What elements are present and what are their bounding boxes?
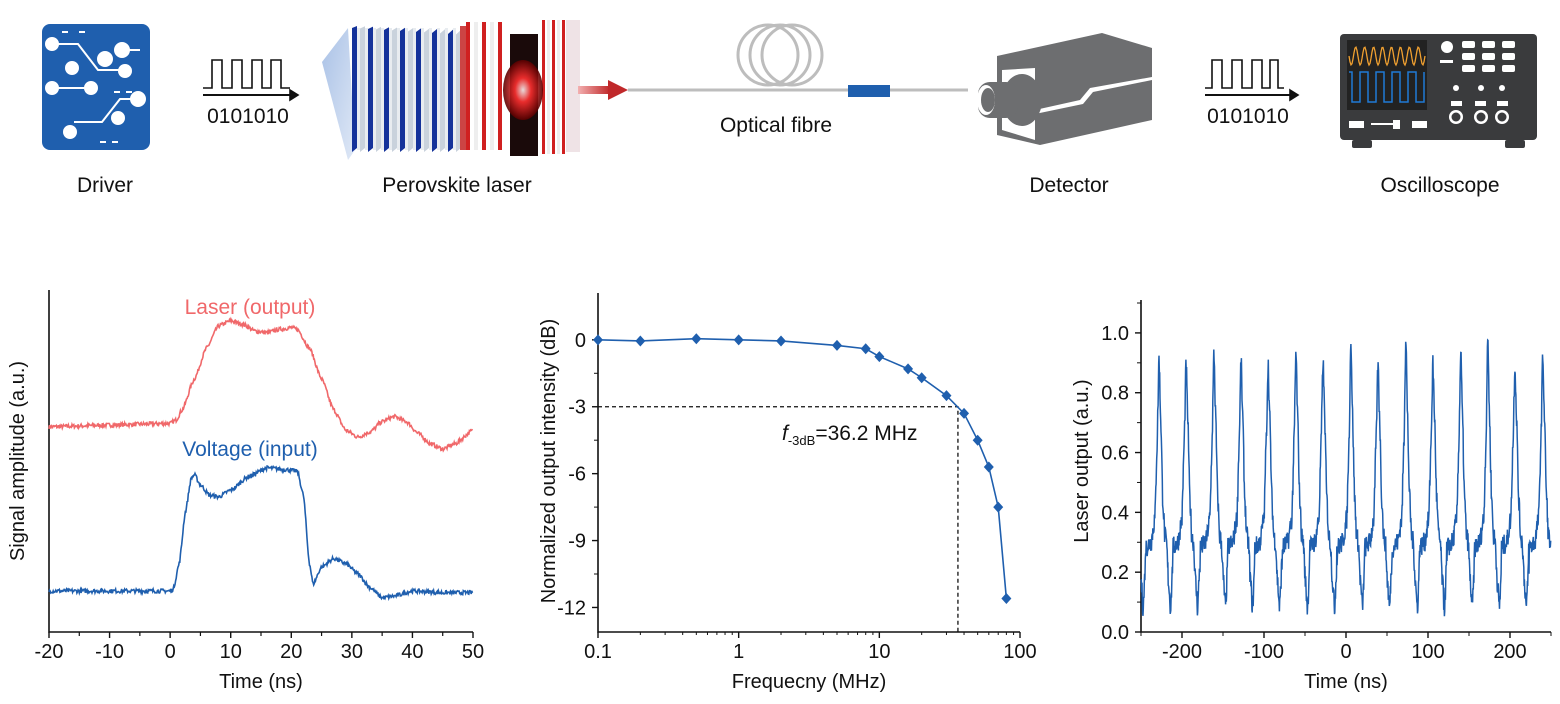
data-point-marker xyxy=(1001,593,1012,605)
chart-frequency-response: 0.1 1 10 100 0 -3 -6 -9 -12 Frequecny (MHz) Norm… xyxy=(538,293,1037,693)
digital-signal-icon xyxy=(1205,59,1300,102)
x-tick-label: 100 xyxy=(1411,641,1444,663)
y-tick-label: -12 xyxy=(557,597,586,619)
data-point-marker xyxy=(903,363,914,375)
optical-fibre-label: Optical fibre xyxy=(720,114,832,137)
data-point-marker xyxy=(831,339,842,351)
laser-output-trace xyxy=(48,316,474,453)
chart3-ylabel: Laser output (a.u.) xyxy=(1071,379,1093,542)
x-tick-label: 200 xyxy=(1493,641,1526,663)
x-tick-label: 0.1 xyxy=(584,641,612,663)
y-tick-label: 0 xyxy=(575,330,586,352)
perovskite-laser-icon xyxy=(322,20,580,160)
x-tick-label: -100 xyxy=(1244,641,1284,663)
digital-signal-icon xyxy=(203,59,300,102)
laser-output-trace xyxy=(1140,338,1552,617)
y-tick-label: -9 xyxy=(568,531,586,553)
x-tick-label: 40 xyxy=(401,641,423,663)
x-tick-label: 1 xyxy=(733,641,744,663)
chart3-xlabel: Time (ns) xyxy=(1304,671,1388,693)
chart-laser-output-pulses: -200 -100 0 100 200 0.0 0.2 0.4 0.6 0.8 1.0 Time (… xyxy=(1071,300,1552,693)
x-tick-label: -10 xyxy=(95,641,124,663)
x-tick-label: 30 xyxy=(341,641,363,663)
data-point-marker xyxy=(993,501,1004,513)
data-point-marker xyxy=(593,334,603,346)
data-point-marker xyxy=(874,351,885,363)
output-bit-sequence: 0101010 xyxy=(1207,105,1289,128)
y-tick-label: 0.8 xyxy=(1101,383,1129,405)
cutoff-symbol: f xyxy=(782,422,790,445)
x-tick-label: 10 xyxy=(868,641,890,663)
x-tick-label: 0 xyxy=(165,641,176,663)
detector-label: Detector xyxy=(1029,174,1108,197)
x-tick-label: 20 xyxy=(280,641,302,663)
chart1-xlabel: Time (ns) xyxy=(219,671,303,693)
optical-fibre-icon xyxy=(628,23,968,97)
data-point-marker xyxy=(776,335,787,347)
x-tick-label: -200 xyxy=(1162,641,1202,663)
voltage-input-trace xyxy=(48,464,474,602)
cutoff-annotation: f-3dB=36.2 MHz xyxy=(782,422,917,448)
driver-icon xyxy=(42,24,150,150)
legend-laser-output: Laser (output) xyxy=(185,296,316,319)
oscilloscope-label: Oscilloscope xyxy=(1380,174,1499,197)
y-tick-label: 0.6 xyxy=(1101,443,1129,465)
chart1-ylabel: Signal amplitude (a.u.) xyxy=(7,361,29,561)
cutoff-subscript: -3dB xyxy=(788,433,815,448)
y-tick-label: 0.4 xyxy=(1101,502,1129,524)
chart-signal-amplitude: -20 -10 0 10 20 30 40 50 Time (ns) Signal ampli… xyxy=(7,290,484,693)
chart2-ylabel: Normalized output intensity (dB) xyxy=(538,319,560,604)
laser-beam-arrow-icon xyxy=(578,80,628,100)
cutoff-value: =36.2 MHz xyxy=(815,422,917,445)
data-point-marker xyxy=(733,334,744,346)
x-tick-label: 0 xyxy=(1340,641,1351,663)
y-tick-label: 0.0 xyxy=(1101,622,1129,644)
y-tick-label: 1.0 xyxy=(1101,323,1129,345)
chart3-axes xyxy=(1140,300,1551,633)
perovskite-laser-label: Perovskite laser xyxy=(382,174,531,197)
y-tick-label: -6 xyxy=(568,464,586,486)
data-point-marker xyxy=(972,434,983,446)
data-point-marker xyxy=(941,390,952,402)
data-point-marker xyxy=(959,407,970,419)
x-tick-label: -20 xyxy=(35,641,64,663)
chart2-xlabel: Frequecny (MHz) xyxy=(732,671,886,693)
oscilloscope-icon xyxy=(1340,34,1537,148)
detector-icon xyxy=(977,33,1152,145)
x-tick-label: 50 xyxy=(462,641,484,663)
input-bit-sequence: 0101010 xyxy=(207,105,289,128)
chart1-axes xyxy=(48,290,473,633)
x-tick-label: 100 xyxy=(1003,641,1036,663)
y-tick-label: -3 xyxy=(568,397,586,419)
response-line xyxy=(597,337,1008,599)
data-point-marker xyxy=(635,335,646,347)
legend-voltage-input: Voltage (input) xyxy=(182,438,317,461)
driver-label: Driver xyxy=(77,174,133,197)
data-point-marker xyxy=(983,461,994,473)
y-tick-label: 0.2 xyxy=(1101,562,1129,584)
x-tick-label: 10 xyxy=(220,641,242,663)
data-point-marker xyxy=(860,343,871,355)
data-point-marker xyxy=(691,333,702,345)
data-point-marker xyxy=(916,372,927,384)
